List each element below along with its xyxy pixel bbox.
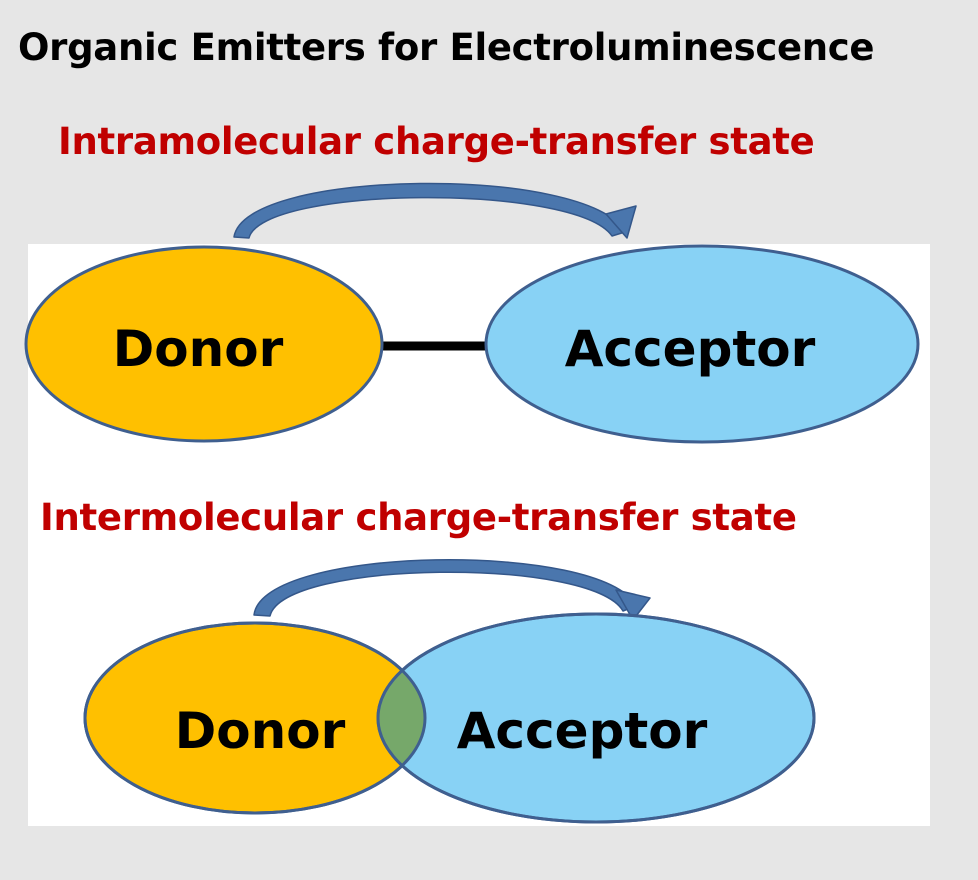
acceptor-label: Acceptor: [565, 320, 816, 378]
intramolecular-heading: Intramolecular charge-transfer state: [58, 120, 814, 163]
curved-arrow-icon: [233, 182, 637, 239]
donor-node-intramolecular: Donor: [24, 245, 384, 443]
donor-label: Donor: [175, 702, 346, 760]
curved-arrow-icon: [253, 559, 651, 621]
donor-label: Donor: [113, 320, 284, 378]
acceptor-label: Acceptor: [457, 702, 708, 760]
acceptor-node-intramolecular: Acceptor: [484, 244, 920, 444]
page-title: Organic Emitters for Electroluminescence: [18, 26, 874, 69]
donor-acceptor-overlap: [83, 612, 816, 824]
intermolecular-heading: Intermolecular charge-transfer state: [40, 496, 797, 539]
